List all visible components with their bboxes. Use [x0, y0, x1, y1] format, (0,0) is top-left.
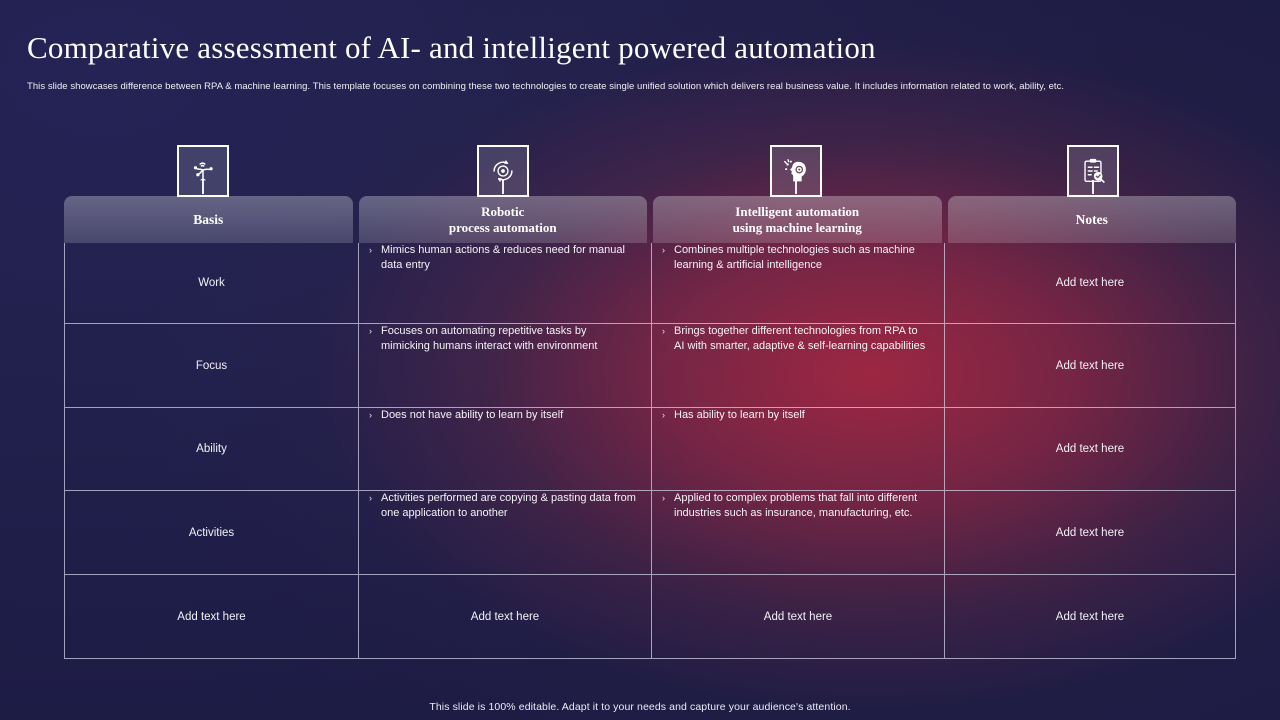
icon-stem-ml	[795, 180, 797, 194]
cell-ml[interactable]: › Brings together different technologies…	[651, 324, 944, 407]
table-row: Add text here Add text here Add text her…	[65, 574, 1235, 658]
bullet-marker-icon: ›	[662, 245, 665, 255]
table-row: Activities › Activities performed are co…	[65, 490, 1235, 574]
column-header-notes[interactable]: Notes	[947, 196, 1236, 243]
column-header-basis[interactable]: Basis	[64, 196, 353, 243]
bullet-marker-icon: ›	[369, 410, 372, 420]
bullet-marker-icon: ›	[662, 410, 665, 420]
cell-ml[interactable]: › Combines multiple technologies such as…	[651, 243, 944, 323]
cell-rpa[interactable]: › Activities performed are copying & pas…	[358, 491, 651, 574]
cell-rpa[interactable]: › Mimics human actions & reduces need fo…	[358, 243, 651, 323]
column-header-notes-label: Notes	[1075, 211, 1108, 227]
clipboard-check-search-icon	[1078, 156, 1108, 186]
bullet-marker-icon: ›	[662, 493, 665, 503]
cell-ml[interactable]: › Applied to complex problems that fall …	[651, 491, 944, 574]
cell-notes[interactable]: Add text here	[944, 491, 1235, 574]
cell-ml[interactable]: Add text here	[651, 575, 944, 658]
column-header-rpa[interactable]: Robotic process automation	[358, 196, 647, 243]
column-header-ml[interactable]: Intelligent automation using machine lea…	[653, 196, 942, 243]
column-header-ml-line2: using machine learning	[732, 219, 862, 235]
cell-rpa[interactable]: Add text here	[358, 575, 651, 658]
process-cycle-gear-icon	[488, 156, 518, 186]
cell-basis[interactable]: Ability	[196, 443, 227, 455]
column-header-ml-line1: Intelligent automation	[735, 203, 860, 219]
cell-basis[interactable]: Add text here	[177, 610, 246, 623]
cell-notes[interactable]: Add text here	[944, 243, 1235, 323]
cell-basis[interactable]: Activities	[188, 526, 235, 539]
iot-network-plant-icon	[188, 156, 218, 186]
table-header-row: Basis Robotic process automation Intelli…	[64, 196, 1236, 243]
bullet-marker-icon: ›	[369, 493, 372, 503]
page-subtitle: This slide showcases difference between …	[27, 81, 1065, 92]
table-row: Ability › Does not have ability to learn…	[65, 407, 1235, 490]
cell-rpa[interactable]: › Focuses on automating repetitive tasks…	[358, 324, 651, 407]
cell-notes[interactable]: Add text here	[944, 408, 1235, 490]
cell-notes[interactable]: Add text here	[944, 575, 1235, 658]
table-row: Work › Mimics human actions & reduces ne…	[65, 243, 1235, 323]
column-header-rpa-line1: Robotic	[481, 203, 525, 219]
icon-badge-notes	[1067, 145, 1119, 197]
slide-footer-note: This slide is 100% editable. Adapt it to…	[429, 701, 851, 713]
table-body: Work › Mimics human actions & reduces ne…	[64, 243, 1236, 659]
head-gear-ai-icon	[781, 156, 811, 186]
icon-stem-notes	[1092, 180, 1094, 194]
column-header-rpa-line2: process automation	[448, 219, 557, 235]
bullet-marker-icon: ›	[369, 326, 372, 336]
cell-basis[interactable]: Work	[198, 277, 225, 289]
comparison-table: Basis Robotic process automation Intelli…	[64, 196, 1236, 659]
icon-stem-rpa	[502, 180, 504, 194]
table-row: Focus › Focuses on automating repetitive…	[65, 323, 1235, 407]
cell-basis[interactable]: Focus	[195, 359, 228, 372]
column-header-basis-label: Basis	[193, 211, 224, 227]
bullet-marker-icon: ›	[662, 326, 665, 336]
bullet-marker-icon: ›	[369, 245, 372, 255]
icon-stem-basis	[202, 180, 204, 194]
cell-ml[interactable]: › Has ability to learn by itself	[651, 408, 944, 490]
cell-rpa[interactable]: › Does not have ability to learn by itse…	[358, 408, 651, 490]
cell-notes[interactable]: Add text here	[944, 324, 1235, 407]
page-title: Comparative assessment of AI- and intell…	[27, 30, 876, 65]
